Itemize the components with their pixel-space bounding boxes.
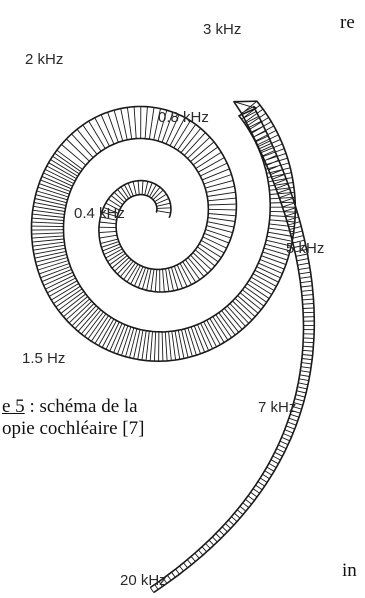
label-3khz: 3 kHz bbox=[203, 21, 241, 38]
caption-line1: : schéma de la bbox=[25, 396, 138, 417]
figure-caption: e 5 : schéma de la opie cochléaire [7] bbox=[2, 396, 144, 440]
label-7khz: 7 kHz bbox=[258, 399, 296, 416]
cochlear-spiral bbox=[32, 101, 315, 592]
label-0.4khz: 0.4 kHz bbox=[74, 205, 125, 222]
text-fragment-bottom: in bbox=[342, 560, 357, 582]
label-2khz: 2 kHz bbox=[25, 51, 63, 68]
caption-figure-number: e 5 bbox=[2, 396, 25, 417]
membrane-striations bbox=[32, 101, 315, 592]
label-0.8khz: 0.8 kHz bbox=[158, 109, 209, 126]
text-fragment-top: re bbox=[340, 12, 355, 34]
caption-line2: opie cochléaire [7] bbox=[2, 418, 144, 439]
label-1.5hz: 1.5 Hz bbox=[22, 350, 65, 367]
spiral-inner-edge bbox=[64, 107, 315, 593]
label-5khz: 5 kHz bbox=[286, 240, 324, 257]
label-20khz: 20 kHz bbox=[120, 572, 167, 589]
spiral-outer-edge bbox=[32, 101, 304, 587]
